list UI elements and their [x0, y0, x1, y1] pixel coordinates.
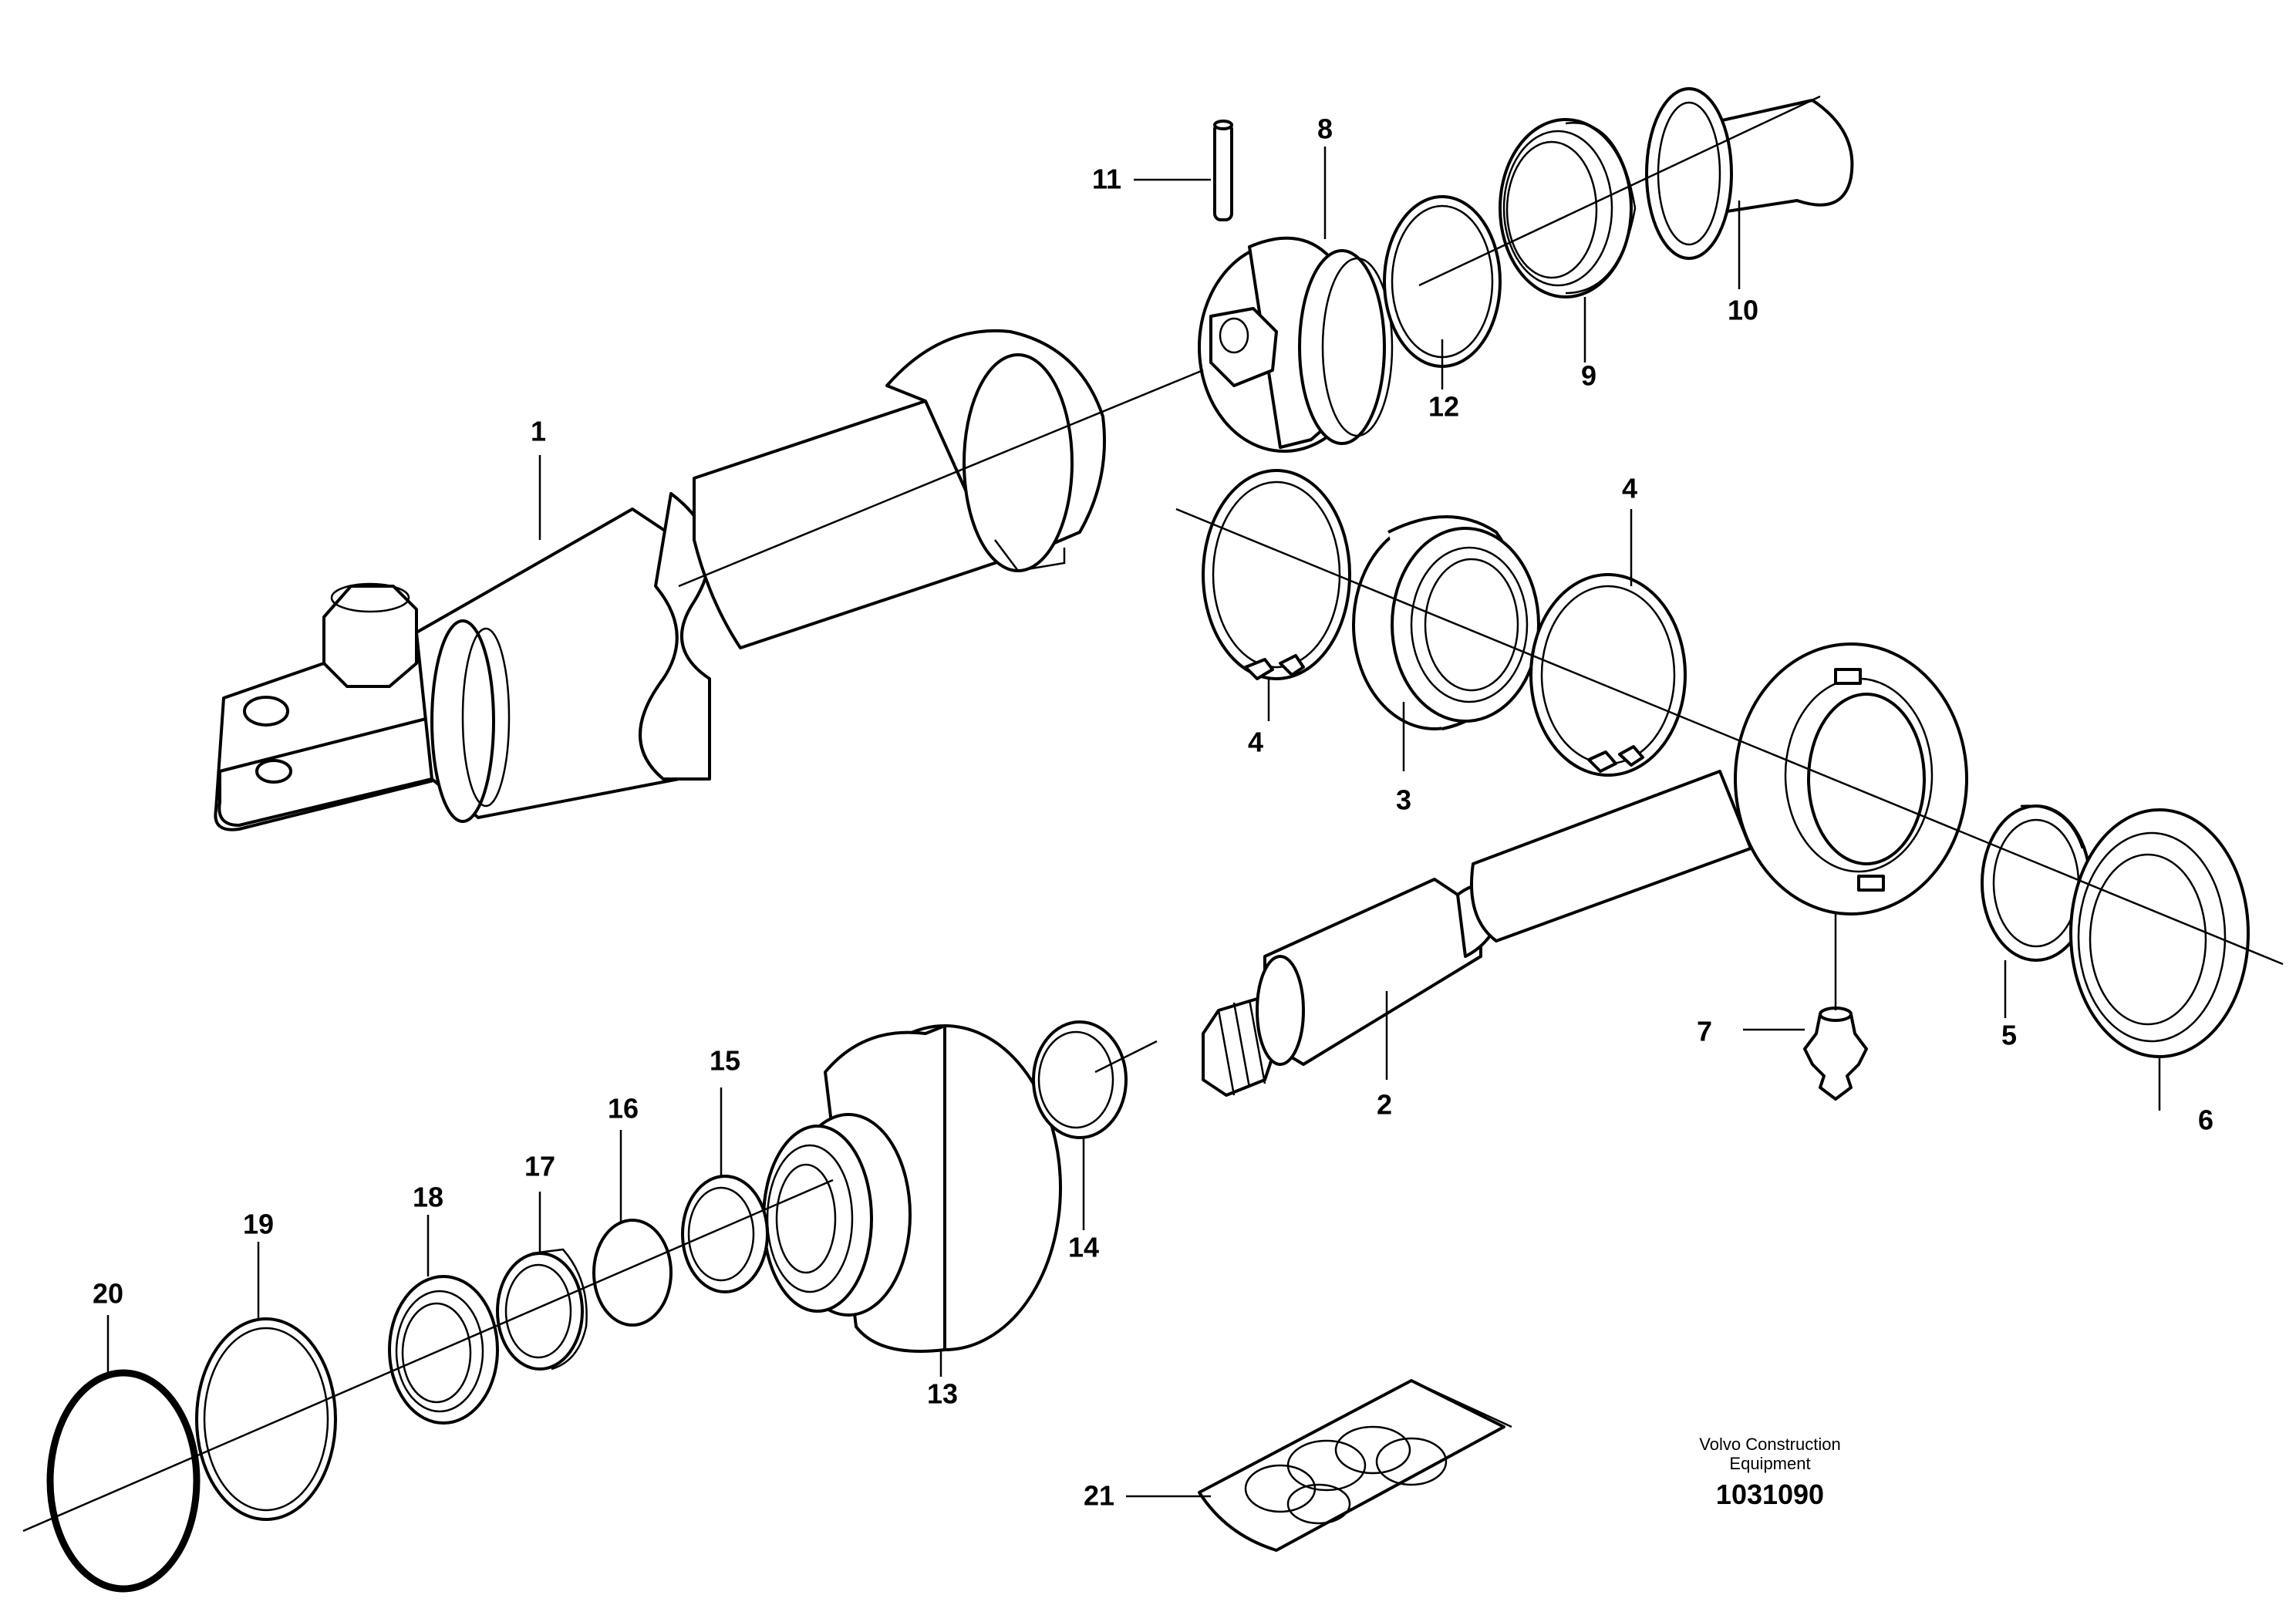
- part-piston-rod: [1202, 642, 1968, 1097]
- callout-6: 6: [2198, 1104, 2213, 1136]
- callout-11: 11: [1092, 164, 1121, 195]
- callout-19: 19: [243, 1209, 274, 1240]
- part-15-ring: [681, 1175, 769, 1293]
- callout-1: 1: [531, 416, 546, 447]
- part-3-bearing: [1352, 515, 1540, 730]
- leader-lines: [106, 147, 2161, 1498]
- callout-21: 21: [1084, 1480, 1114, 1512]
- callout-14: 14: [1068, 1232, 1099, 1263]
- callout-5: 5: [2001, 1020, 2017, 1051]
- callout-4-lower-left: 4: [1248, 727, 1263, 758]
- part-9-bushing: [1499, 118, 1637, 298]
- callout-4-upper-right: 4: [1622, 473, 1637, 504]
- callout-10: 10: [1728, 295, 1758, 326]
- credit-line-2: Equipment: [1729, 1454, 1810, 1473]
- part-4-snap-ring-lower: [1529, 573, 1687, 777]
- callout-18: 18: [413, 1182, 443, 1213]
- part-14-ring: [1032, 1020, 1128, 1139]
- callout-15: 15: [710, 1045, 740, 1077]
- drawing-reference-number: 1031090: [1716, 1479, 1824, 1510]
- part-17-ring: [496, 1248, 588, 1371]
- callout-8: 8: [1317, 113, 1333, 145]
- part-cylinder-tube: [214, 329, 1106, 831]
- part-19-ring: [195, 1317, 337, 1521]
- part-4-snap-ring-upper: [1202, 469, 1351, 680]
- part-21-seal-kit: [1198, 1379, 1512, 1552]
- callout-2: 2: [1377, 1089, 1392, 1121]
- assembly-axes: [22, 95, 2284, 1533]
- callout-3: 3: [1396, 784, 1411, 816]
- callout-numbers: 1 2 3 4 4 5 6 7 8 9 10 11 12 13 14 15 16…: [93, 113, 2213, 1512]
- callout-7: 7: [1697, 1016, 1712, 1047]
- part-11-pin: [1213, 120, 1233, 221]
- part-16-ring: [592, 1219, 673, 1327]
- callout-13: 13: [927, 1378, 958, 1410]
- callout-12: 12: [1428, 391, 1459, 423]
- part-20-ring: [46, 1369, 201, 1593]
- credit-line-1: Volvo Construction: [1699, 1435, 1840, 1454]
- callout-9: 9: [1581, 360, 1596, 392]
- publisher-credit: Volvo Construction Equipment 1031090: [1699, 1435, 1840, 1510]
- part-8-head-cap: [1198, 236, 1394, 453]
- part-10-sleeve: [1645, 87, 1854, 260]
- callout-17: 17: [524, 1151, 555, 1182]
- callout-16: 16: [608, 1093, 639, 1125]
- part-7-grease-nipple: [1803, 1007, 1868, 1101]
- part-6-wiper: [2069, 808, 2250, 1058]
- callout-20: 20: [93, 1278, 123, 1310]
- part-13-piston: [762, 1024, 1062, 1353]
